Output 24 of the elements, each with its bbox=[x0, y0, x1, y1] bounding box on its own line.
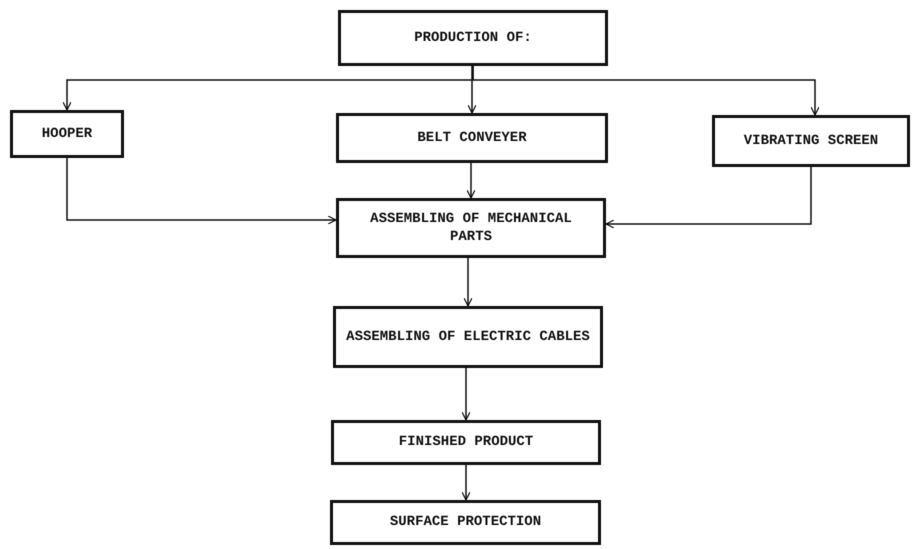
process-box bbox=[336, 198, 606, 258]
arrow bbox=[605, 167, 812, 229]
arrow bbox=[467, 66, 477, 114]
arrow bbox=[461, 465, 471, 501]
arrow bbox=[466, 163, 476, 199]
process-box bbox=[10, 110, 124, 158]
box-label: ASSEMBLING OF ELECTRIC CABLES bbox=[346, 328, 590, 346]
box-label: BELT CONVEYER bbox=[417, 128, 527, 148]
process-box bbox=[330, 500, 601, 545]
process-box bbox=[712, 115, 910, 167]
process-box bbox=[331, 420, 601, 465]
box-label: FINISHED PRODUCT bbox=[398, 433, 534, 452]
arrow bbox=[66, 158, 337, 225]
arrow bbox=[461, 368, 471, 421]
box-label: ASSEMBLING OF MECHANICAL PARTS bbox=[369, 210, 573, 246]
box-label: SURFACE PROTECTION bbox=[390, 513, 542, 532]
box-label: HOOPER bbox=[42, 124, 92, 144]
arrow bbox=[472, 66, 820, 116]
process-box bbox=[333, 306, 603, 368]
arrow bbox=[463, 258, 473, 307]
box-label: PRODUCTION OF: bbox=[414, 28, 532, 48]
box-label: VIBRATING SCREEN bbox=[744, 132, 878, 150]
process-box bbox=[336, 113, 608, 163]
process-box bbox=[338, 10, 608, 66]
